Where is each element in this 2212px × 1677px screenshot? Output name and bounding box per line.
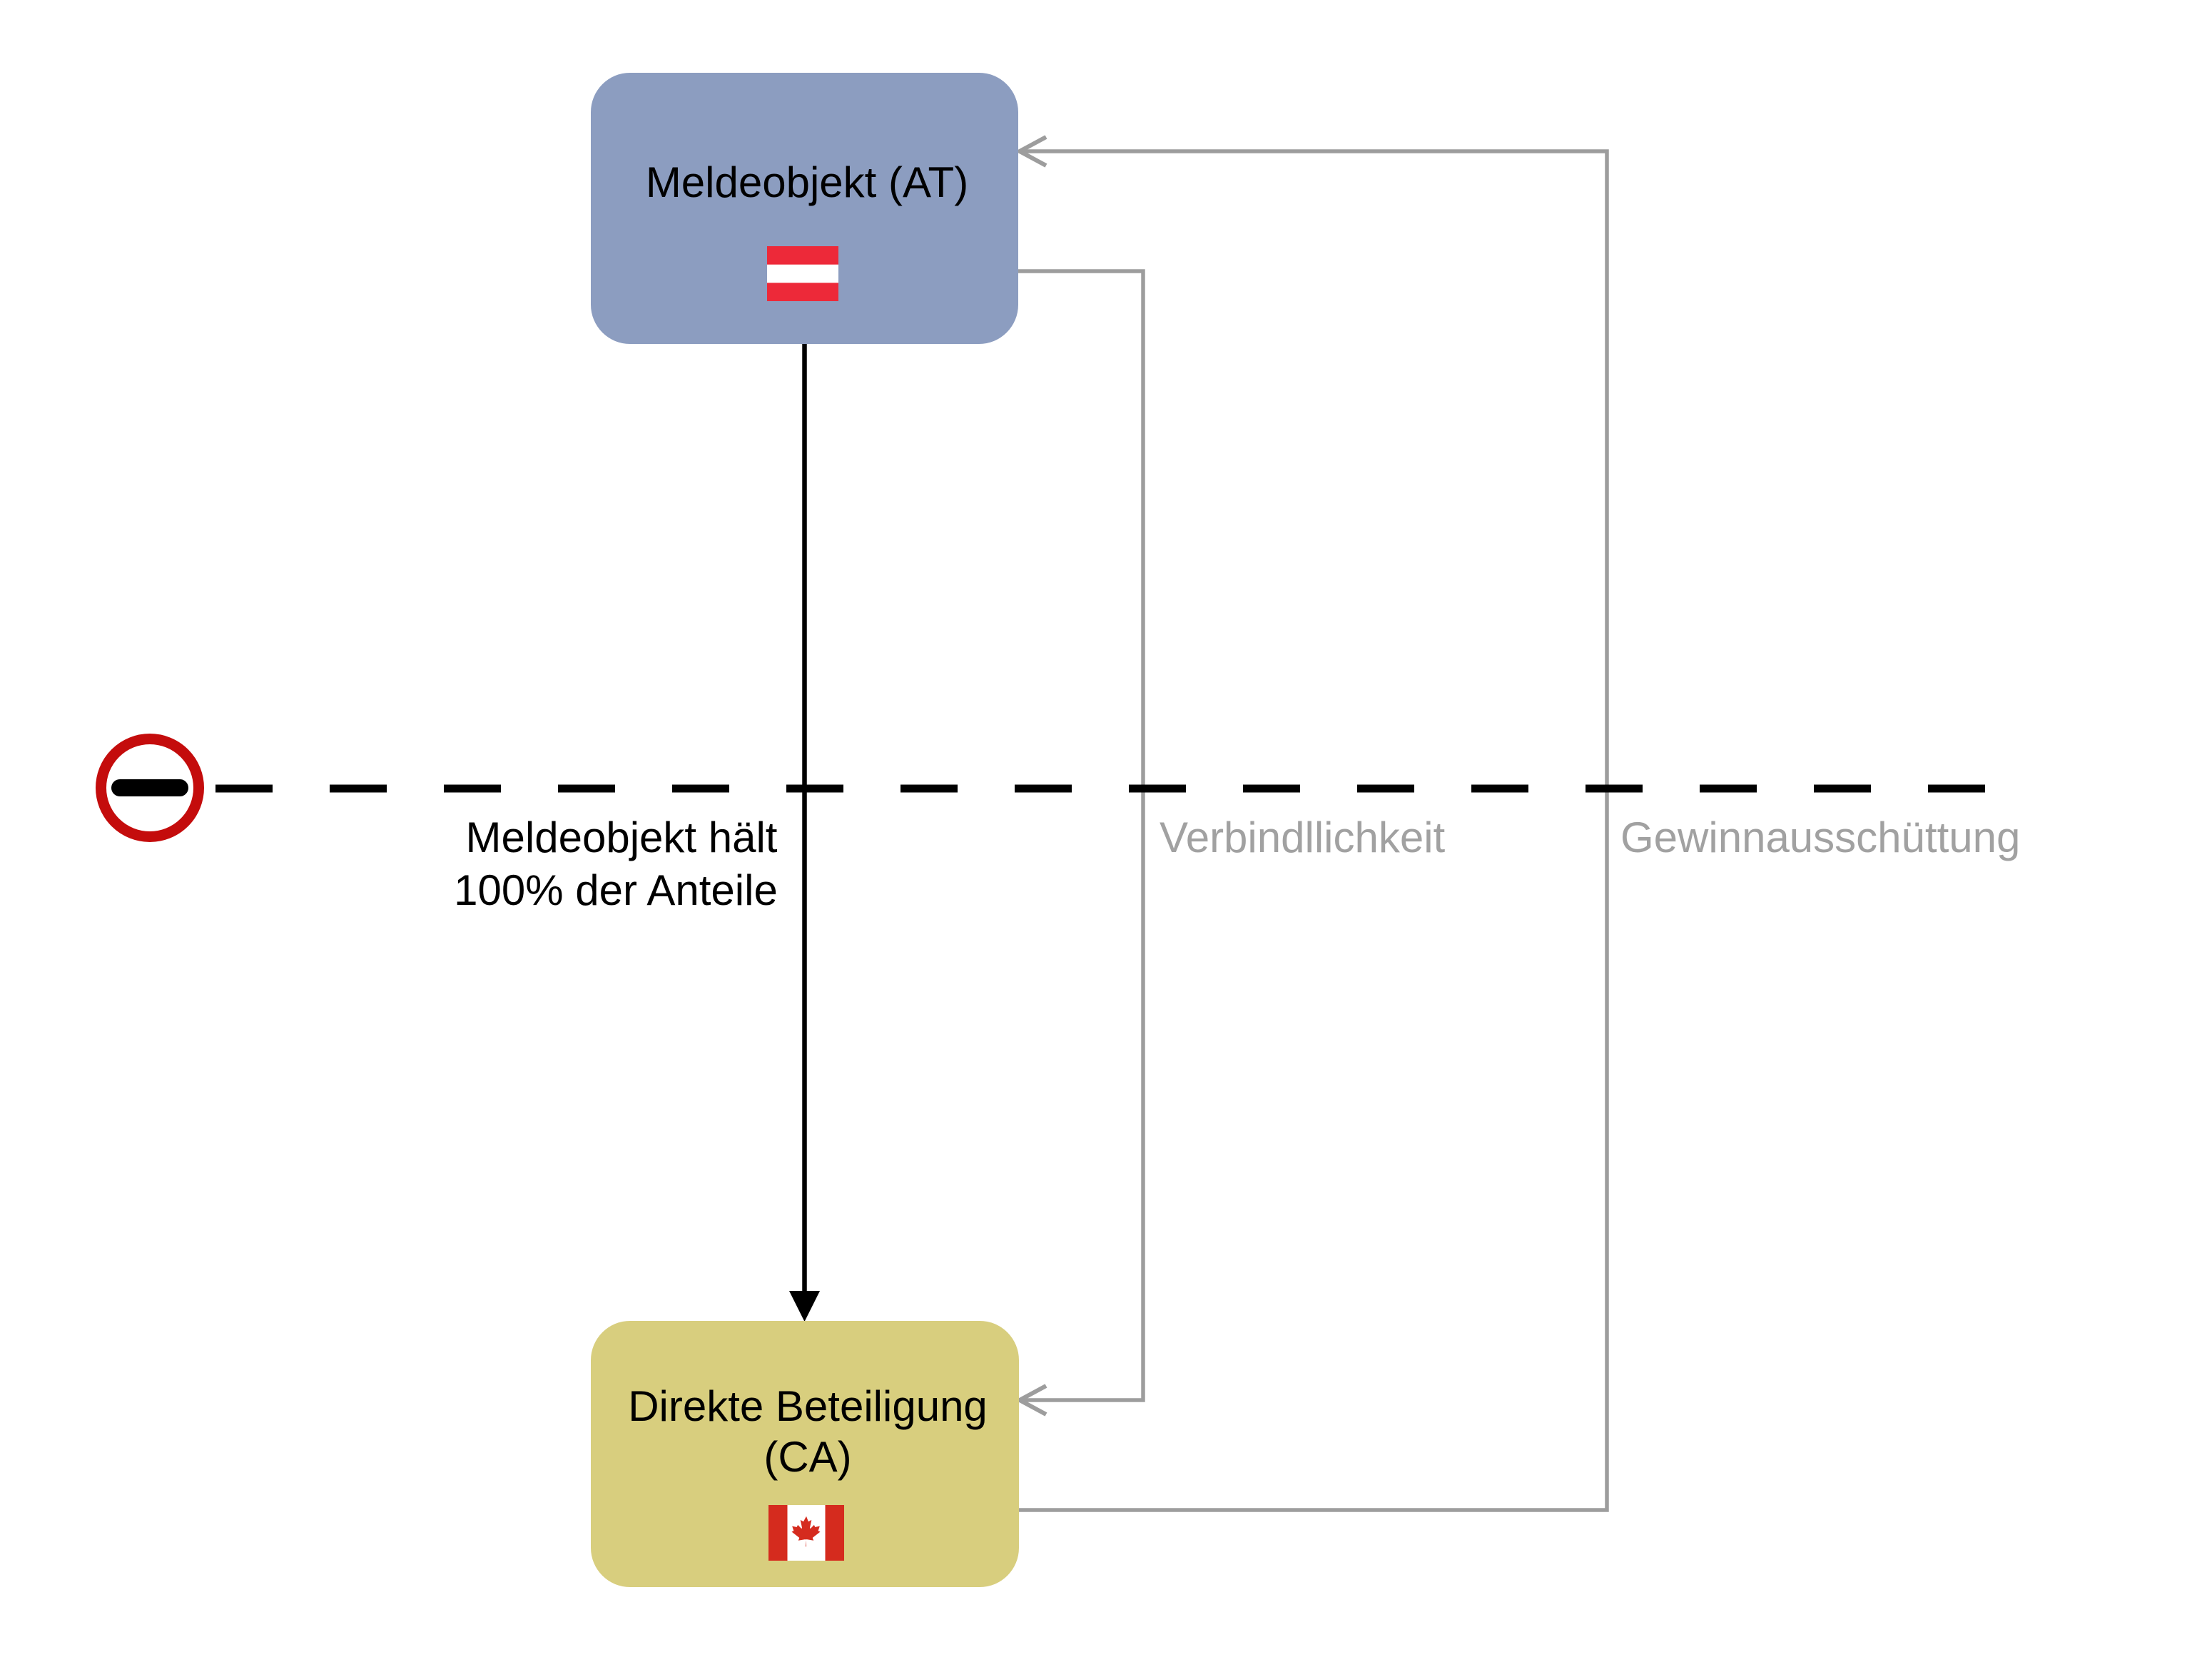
svg-text:(CA): (CA) [763,1433,851,1481]
svg-text:Meldeobjekt hält: Meldeobjekt hält [466,814,778,861]
svg-text:Verbindllichkeit: Verbindllichkeit [1160,814,1446,861]
svg-text:100% der Anteile: 100% der Anteile [454,866,778,914]
svg-text:Meldeobjekt (AT): Meldeobjekt (AT) [646,158,968,206]
svg-text:Gewinnausschüttung: Gewinnausschüttung [1620,814,2020,861]
svg-text:Direkte Beteiligung: Direkte Beteiligung [628,1382,988,1430]
